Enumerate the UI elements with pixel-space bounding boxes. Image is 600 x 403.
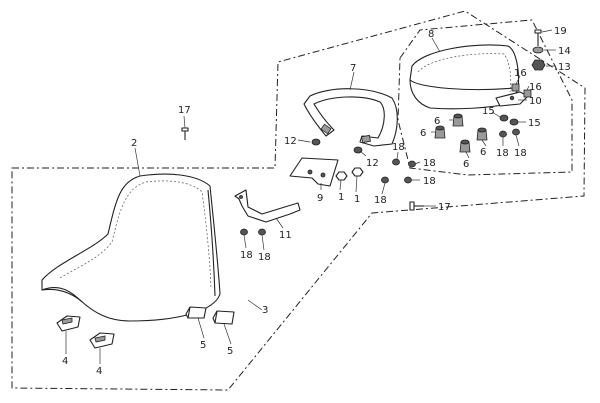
callout-10: 10	[529, 96, 542, 107]
damper-6a	[452, 113, 464, 127]
nut-18e	[404, 176, 412, 184]
pad-4b	[89, 332, 115, 349]
grommet-15b	[509, 118, 519, 126]
callout-17b: 17	[438, 202, 451, 213]
callout-labels: 2 3 4 4 5 5 6 6 6 6 7 8 9 10 11 12 12 13…	[62, 26, 571, 377]
nut-18d	[408, 160, 416, 168]
callout-6a: 6	[434, 116, 440, 127]
damper-6c	[476, 127, 488, 141]
strap-7	[303, 88, 398, 147]
callout-18f: 18	[374, 195, 387, 206]
stay-plate-9	[289, 157, 339, 187]
bolt-19	[534, 29, 542, 46]
callout-17a: 17	[178, 105, 191, 116]
grommet-15a	[499, 114, 509, 122]
callout-1a: 1	[338, 192, 344, 203]
callout-1b: 1	[354, 194, 360, 205]
callout-2: 2	[131, 138, 137, 149]
callout-18e: 18	[423, 176, 436, 187]
callout-13: 13	[558, 62, 571, 73]
collar-16b	[523, 89, 532, 98]
callout-14: 14	[558, 46, 571, 57]
lower-group-outline	[11, 10, 586, 391]
collar-16a	[511, 83, 520, 92]
grommet-12b	[353, 146, 363, 154]
block-5b	[212, 310, 235, 325]
rear-seat-group-outline	[397, 19, 573, 176]
callout-4b: 4	[96, 366, 102, 377]
nut-18c	[392, 158, 400, 166]
nut-18g	[240, 228, 248, 236]
callout-12b: 12	[366, 158, 379, 169]
callout-18a: 18	[496, 148, 509, 159]
callout-4a: 4	[62, 356, 68, 367]
callout-18c: 18	[392, 142, 405, 153]
block-5a	[185, 306, 207, 319]
callout-6d: 6	[463, 159, 469, 170]
bolt-17b	[409, 201, 424, 211]
pad-4a	[56, 315, 81, 332]
callout-12a: 12	[284, 136, 297, 147]
callout-19: 19	[554, 26, 567, 37]
washer-14	[532, 46, 544, 54]
callout-5a: 5	[200, 340, 206, 351]
nut-18a	[499, 130, 507, 138]
nut-1b	[351, 167, 364, 177]
main-seat	[41, 173, 221, 322]
nut-18f	[381, 176, 389, 184]
nut-18b	[512, 128, 520, 136]
callout-6b: 6	[420, 128, 426, 139]
callout-6c: 6	[480, 147, 486, 158]
bolt-17a	[181, 127, 189, 140]
bracket-11	[234, 189, 301, 223]
callout-18g: 18	[240, 250, 253, 261]
callout-15b: 15	[528, 118, 541, 129]
damper-6d	[459, 139, 471, 153]
callout-5b: 5	[227, 346, 233, 357]
callout-18b: 18	[514, 148, 527, 159]
leader-lines	[65, 29, 556, 364]
callout-16b: 16	[529, 82, 542, 93]
nut-1a	[335, 171, 348, 181]
callout-8: 8	[428, 29, 434, 40]
callout-9: 9	[317, 193, 323, 204]
callout-18d: 18	[423, 158, 436, 169]
callout-15a: 15	[482, 106, 495, 117]
callout-18h: 18	[258, 252, 271, 263]
damper-6b	[434, 125, 446, 139]
callout-16a: 16	[514, 68, 527, 79]
callout-7: 7	[350, 63, 356, 74]
nut-18h	[258, 228, 266, 236]
callout-11: 11	[279, 230, 292, 241]
grommet-12a	[311, 138, 321, 146]
callout-3: 3	[262, 305, 268, 316]
nut-13	[531, 59, 546, 71]
